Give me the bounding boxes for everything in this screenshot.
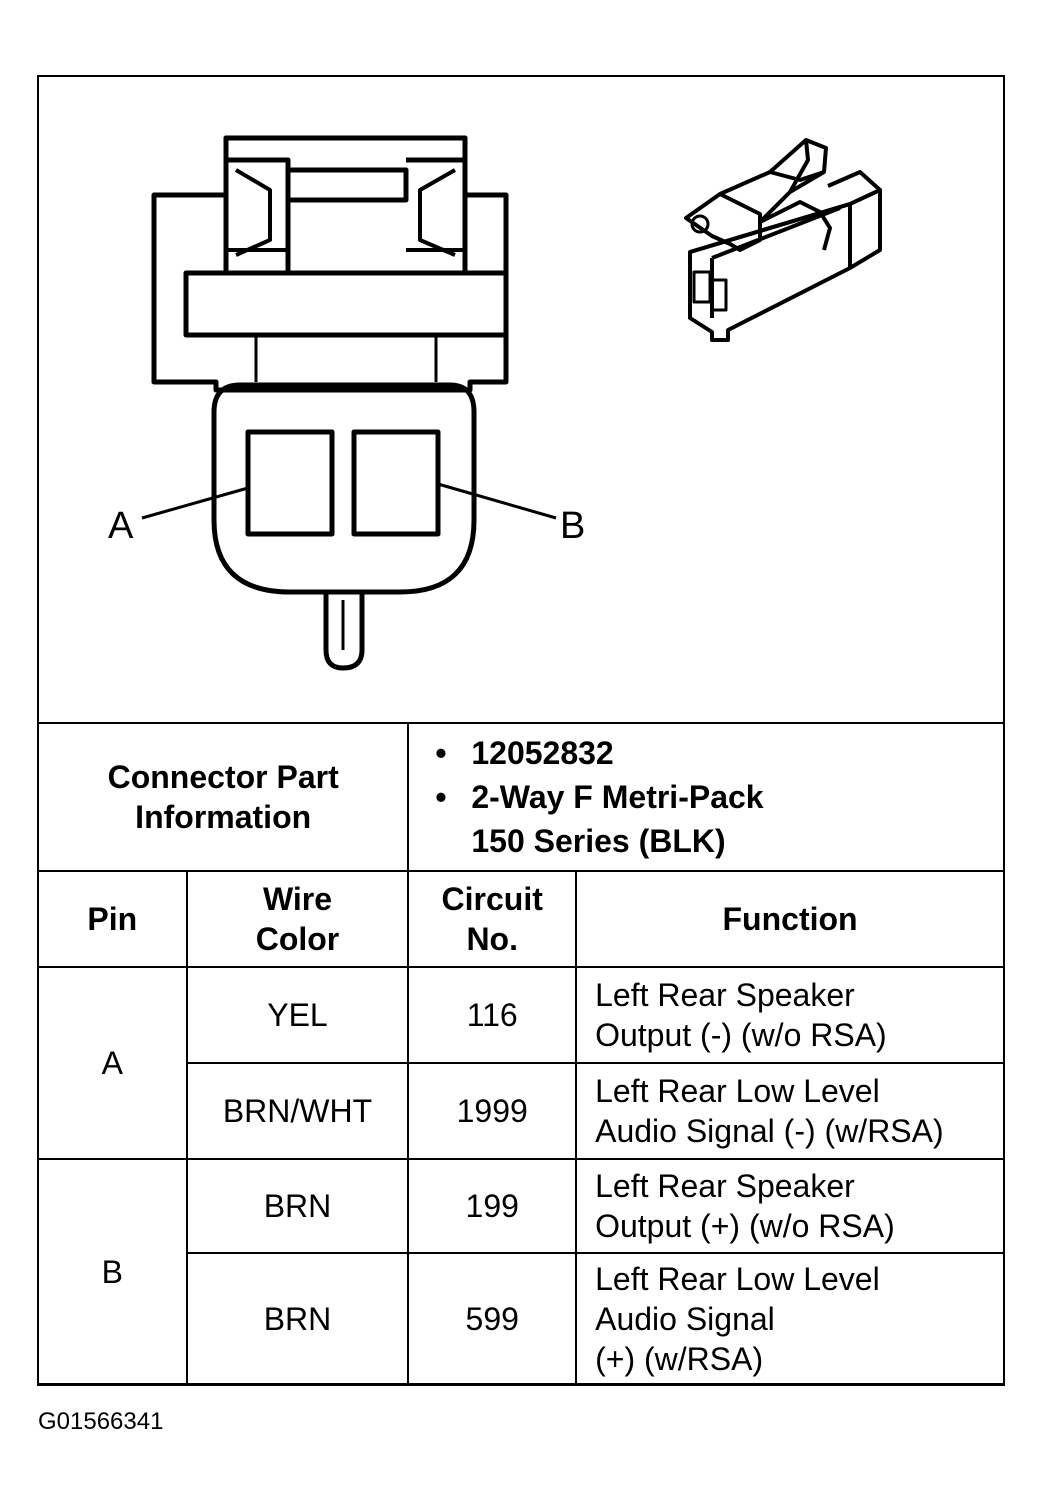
header-circuit-no: Circuit No. bbox=[407, 870, 578, 968]
circuit-cell: 199 bbox=[407, 1158, 578, 1254]
header-pin: Pin bbox=[37, 870, 188, 968]
cavity-b bbox=[351, 429, 441, 537]
wire-color-cell: BRN bbox=[185, 1252, 410, 1386]
pin-cell: B bbox=[37, 1158, 188, 1386]
circuit-cell: 599 bbox=[407, 1252, 578, 1386]
circuit-cell: 116 bbox=[407, 966, 578, 1064]
leader-a bbox=[141, 486, 249, 520]
wire-color-cell: BRN/WHT bbox=[185, 1062, 410, 1160]
connector-info-table: Connector Part Information 12052832 2-Wa… bbox=[36, 722, 1005, 1386]
wire-color-cell: BRN bbox=[185, 1158, 410, 1254]
connector-latch bbox=[151, 135, 509, 393]
part-number: 12052832 bbox=[435, 731, 1003, 775]
pin-b-label: B bbox=[560, 505, 585, 547]
pin-cell: A bbox=[37, 966, 188, 1160]
connector-part-info-label: Connector Part Information bbox=[36, 722, 410, 872]
header-function: Function bbox=[575, 870, 1005, 968]
cavity-a bbox=[245, 429, 335, 537]
wire-color-cell: YEL bbox=[185, 966, 410, 1064]
figure-id: G01566341 bbox=[38, 1408, 164, 1435]
connector-diagram: A B bbox=[108, 135, 882, 671]
pin-a-label: A bbox=[108, 505, 134, 547]
leader-b bbox=[437, 482, 557, 520]
connector-body bbox=[211, 382, 477, 671]
circuit-cell: 1999 bbox=[407, 1062, 578, 1160]
header-wire-color: Wire Color bbox=[185, 870, 410, 968]
connector-description: 2-Way F Metri-Pack 150 Series (BLK) bbox=[435, 775, 1003, 863]
connector-isometric-illustration bbox=[684, 138, 882, 342]
connector-part-info-value: 12052832 2-Way F Metri-Pack 150 Series (… bbox=[407, 722, 1005, 872]
